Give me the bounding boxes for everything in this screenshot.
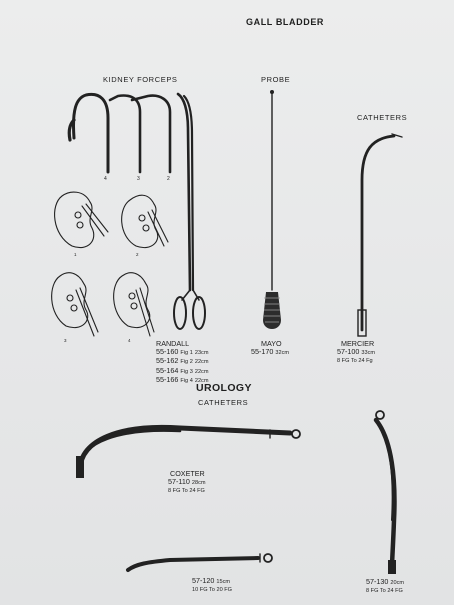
figure-number: 2: [136, 252, 139, 257]
figure-number: 3: [64, 338, 67, 343]
mayo-name: MAYO: [261, 339, 282, 348]
straight-catheter-caption: 57-120 15cm 10 FG To 20 FG: [192, 576, 233, 594]
mayo-probe-drawing: [263, 90, 281, 329]
curved-catheter-code-line: 57-130 20cm: [366, 577, 405, 586]
kidney-figures-drawing: [51, 191, 169, 337]
mercier-name: MERCIER: [341, 339, 375, 348]
randall-item: 55-164 Fig 3 22cm: [156, 365, 209, 375]
randall-forceps-drawing: [173, 92, 206, 330]
urology-catheters-heading: CATHETERS: [198, 398, 249, 407]
coxeter-name: COXETER: [170, 469, 205, 478]
randall-name: RANDALL: [156, 339, 190, 348]
straight-catheter-code-line: 57-120 15cm: [192, 576, 231, 585]
straight-catheter-drawing: [126, 553, 273, 572]
mercier-caption: MERCIER 57-100 33cm 8 FG To 24 Fg: [337, 339, 376, 366]
coxeter-range: 8 FG To 24 FG: [168, 488, 205, 495]
mayo-code-line: 55-170 32cm: [251, 347, 290, 357]
figure-number: 1: [74, 252, 77, 257]
catheters-heading: CATHETERS: [357, 113, 408, 122]
curved-catheter-caption: 57-130 20cm 8 FG To 24 FG: [366, 577, 405, 595]
randall-item: 55-166 Fig 4 22cm: [156, 374, 209, 384]
coxeter-code-line: 57-110 28cm: [168, 477, 206, 487]
shaft-number: 4: [104, 176, 107, 182]
shaft-number: 2: [167, 176, 170, 182]
kidney-forceps-heading: KIDNEY FORCEPS: [103, 75, 178, 84]
coxeter-caption: COXETER 57-110 28cm 8 FG To 24 FG: [168, 469, 206, 496]
curved-catheter-range: 8 FG To 24 FG: [366, 588, 403, 595]
randall-item: 55-162 Fig 2 22cm: [156, 356, 209, 366]
mercier-code-line: 57-100 33cm: [337, 347, 376, 357]
mercier-catheter-drawing: [357, 133, 403, 337]
page-title: GALL BLADDER: [246, 17, 325, 27]
shaft-number: 3: [137, 176, 140, 182]
mayo-caption: MAYO 55-170 32cm: [251, 339, 290, 357]
kidney-forceps-shafts-drawing: [67, 92, 172, 174]
urology-heading: UROLOGY: [196, 382, 252, 394]
straight-catheter-range: 10 FG To 20 FG: [192, 587, 233, 594]
mercier-range: 8 FG To 24 Fg: [337, 358, 373, 365]
randall-item: 55-160 Fig 1 23cm: [156, 347, 209, 357]
curved-catheter-drawing: [373, 410, 397, 574]
randall-caption: RANDALL 55-160 Fig 1 23cm 55-162 Fig 2 2…: [156, 339, 209, 385]
probe-heading: PROBE: [261, 75, 291, 84]
figure-number: 4: [128, 338, 131, 343]
coxeter-catheter-drawing: [76, 424, 301, 478]
